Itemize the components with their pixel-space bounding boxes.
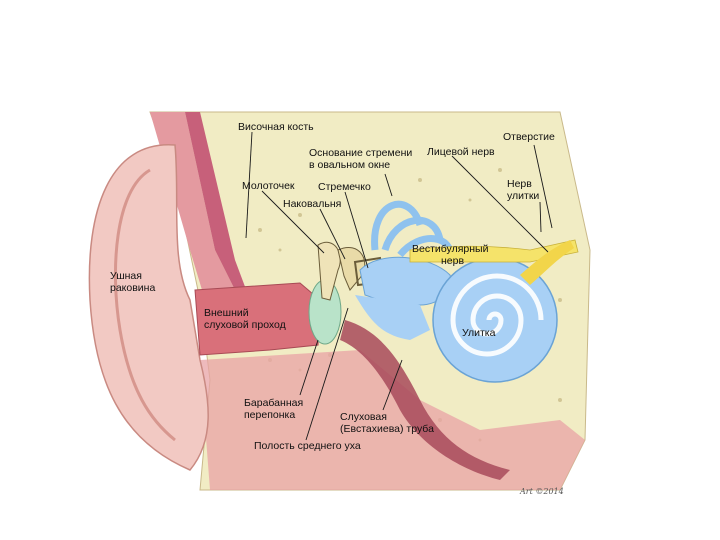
label-cochlea: Улитка (462, 327, 496, 339)
label-middle-ear: Полость среднего уха (254, 440, 361, 452)
ear-canal (194, 282, 321, 356)
label-facial-nerve: Лицевой нерв (427, 146, 495, 158)
label-auditory-tube-1: Слуховая (340, 411, 387, 423)
label-cochlear-nerve-2: улитки (507, 190, 540, 202)
cochlea-spiral (450, 273, 544, 357)
label-auricle-2: раковина (110, 282, 156, 294)
label-opening: Отверстие (503, 131, 555, 143)
label-auricle-1: Ушная (110, 270, 142, 282)
label-temporal-bone: Височная кость (238, 121, 314, 133)
artist-signature: Art ©2014 (520, 487, 564, 496)
leader-lines (245, 131, 553, 441)
label-incus: Наковальня (283, 198, 342, 210)
label-oval-window: в овальном окне (309, 159, 391, 171)
label-eardrum-1: Барабанная (244, 397, 304, 409)
lower-tissue (200, 350, 585, 490)
auricle-fold (113, 168, 176, 442)
cochlear-nerve (520, 240, 574, 285)
auditory-tube (340, 320, 510, 480)
label-auditory-tube-2: (Евстахиева) труба (340, 423, 434, 435)
skin-layer-inner (185, 112, 250, 300)
label-vestibular-nerve-2: нерв (441, 255, 465, 267)
label-ext-canal-2: слуховой проход (204, 319, 286, 331)
label-stapes-base: Основание стремени (309, 147, 413, 159)
label-malleus: Молоточек (242, 180, 295, 192)
label-cochlear-nerve-1: Нерв (507, 178, 532, 190)
label-vestibular-nerve-1: Вестибулярный (412, 243, 489, 255)
label-ext-canal-1: Внешний (204, 307, 249, 319)
vestibular-nerve (409, 239, 579, 263)
label-eardrum-2: перепонка (244, 409, 296, 421)
vestibule-lower (355, 295, 430, 340)
label-stapes: Стремечко (318, 181, 371, 193)
